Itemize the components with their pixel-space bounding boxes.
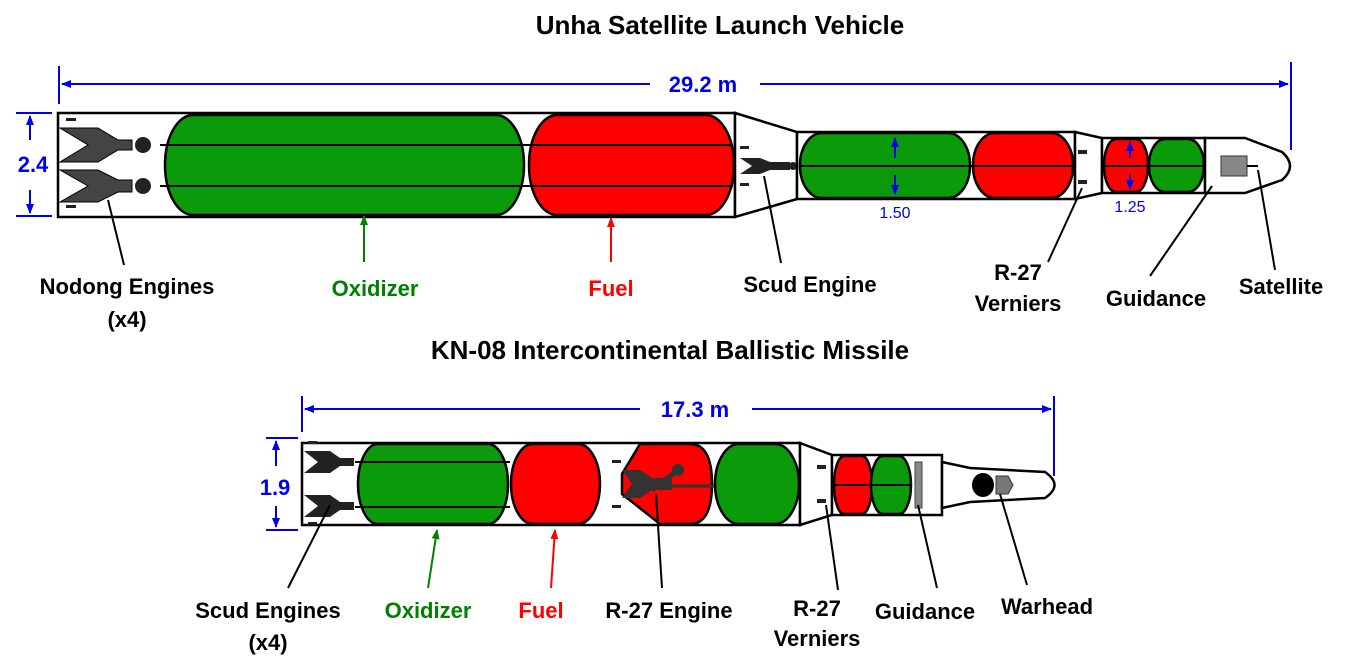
r27-verniers-icon bbox=[1078, 150, 1087, 184]
nodong-engines-count-label: (x4) bbox=[107, 307, 146, 332]
satellite-label: Satellite bbox=[1239, 274, 1323, 299]
unha-fuel-label: Fuel bbox=[588, 276, 633, 301]
r27-engine-label: R-27 Engine bbox=[605, 598, 732, 623]
kn08-diameter-dimension: 1.9 bbox=[260, 437, 298, 531]
scud-engine-icon bbox=[740, 146, 797, 186]
unha-verniers-label: R-27 bbox=[994, 260, 1042, 285]
nodong-engines-icon bbox=[58, 118, 151, 208]
scud-engine-label: Scud Engine bbox=[743, 272, 876, 297]
unha-length-label: 29.2 m bbox=[669, 72, 738, 97]
kn08-stage1-fuel-tank bbox=[509, 442, 602, 526]
kn08-diagram: KN-08 Intercontinental Ballistic Missile… bbox=[195, 335, 1093, 655]
kn08-oxidizer-label: Oxidizer bbox=[385, 598, 472, 623]
kn08-verniers-icon bbox=[817, 465, 826, 503]
satellite-icon bbox=[1220, 155, 1248, 177]
kn08-guidance-icon bbox=[914, 461, 923, 509]
kn08-diameter-label: 1.9 bbox=[260, 475, 291, 500]
kn08-stage2-oxidizer-tank bbox=[713, 442, 801, 526]
unha-diagram: Unha Satellite Launch Vehicle 29.2 m 2.4 bbox=[16, 10, 1323, 332]
unha-oxidizer-label: Oxidizer bbox=[332, 276, 419, 301]
unha-stage3-diameter-label: 1.25 bbox=[1114, 199, 1145, 216]
kn08-verniers-label-2: Verniers bbox=[774, 626, 861, 651]
kn08-verniers-label: R-27 bbox=[793, 596, 841, 621]
unha-title: Unha Satellite Launch Vehicle bbox=[536, 10, 904, 40]
unha-guidance-label: Guidance bbox=[1106, 286, 1206, 311]
kn08-fuel-label: Fuel bbox=[518, 598, 563, 623]
unha-diameter-label: 2.4 bbox=[18, 152, 49, 177]
kn08-length-label: 17.3 m bbox=[661, 397, 730, 422]
scud-engines-count-label: (x4) bbox=[248, 630, 287, 655]
kn08-guidance-label: Guidance bbox=[875, 599, 975, 624]
nodong-engines-label: Nodong Engines bbox=[40, 274, 215, 299]
unha-stage1-oxidizer-tank bbox=[163, 113, 526, 217]
warhead-label: Warhead bbox=[1001, 594, 1093, 619]
kn08-title: KN-08 Intercontinental Ballistic Missile bbox=[431, 335, 909, 365]
warhead-icon bbox=[972, 473, 994, 497]
unha-stage2-diameter-label: 1.50 bbox=[879, 205, 910, 222]
r27-engine-icon bbox=[612, 460, 714, 508]
scud-engines-label: Scud Engines bbox=[195, 598, 340, 623]
unha-diameter-dimension: 2.4 bbox=[16, 112, 52, 217]
kn08-stage1-oxidizer-tank bbox=[356, 442, 510, 526]
kn08-length-dimension: 17.3 m bbox=[301, 396, 1055, 476]
unha-verniers-label-2: Verniers bbox=[975, 291, 1062, 316]
unha-length-dimension: 29.2 m bbox=[58, 62, 1292, 150]
unha-interstage-2 bbox=[1073, 130, 1104, 201]
unha-stage1-fuel-tank bbox=[527, 113, 736, 217]
